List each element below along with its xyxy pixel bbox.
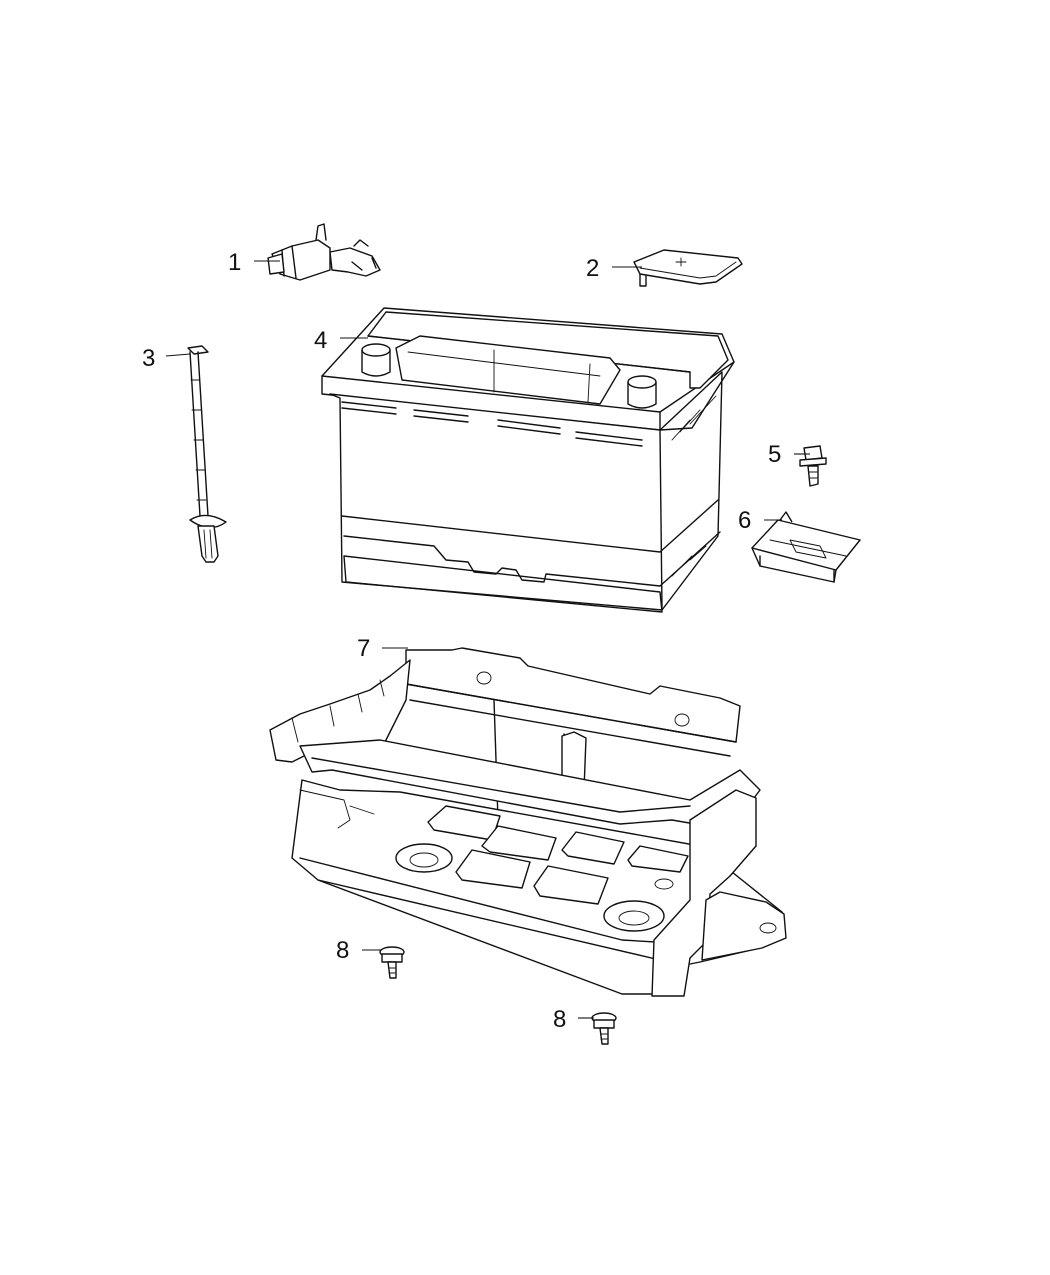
sensor-part <box>267 223 381 281</box>
callout-7: 7 <box>357 635 370 662</box>
callout-2: 2 <box>586 255 599 282</box>
clamp-plate-part <box>751 511 861 583</box>
battery-tray-part <box>269 647 787 997</box>
callout-4: 4 <box>314 327 327 354</box>
leader-lines <box>165 260 810 1019</box>
hold-down-rod-part <box>187 345 227 563</box>
battery-part <box>321 307 735 613</box>
callout-8b: 8 <box>553 1006 566 1033</box>
bolt-part-8b <box>591 1012 617 1045</box>
callout-5: 5 <box>768 441 781 468</box>
callout-1: 1 <box>228 249 241 276</box>
callout-3: 3 <box>142 345 155 372</box>
callout-8a: 8 <box>336 937 349 964</box>
callout-6: 6 <box>738 507 751 534</box>
callout-labels: 1 2 3 4 5 6 7 8 8 <box>142 249 781 1033</box>
bolt-part-8a <box>379 946 405 979</box>
bolt-part-5 <box>799 445 827 487</box>
terminal-cover-part <box>633 249 743 287</box>
